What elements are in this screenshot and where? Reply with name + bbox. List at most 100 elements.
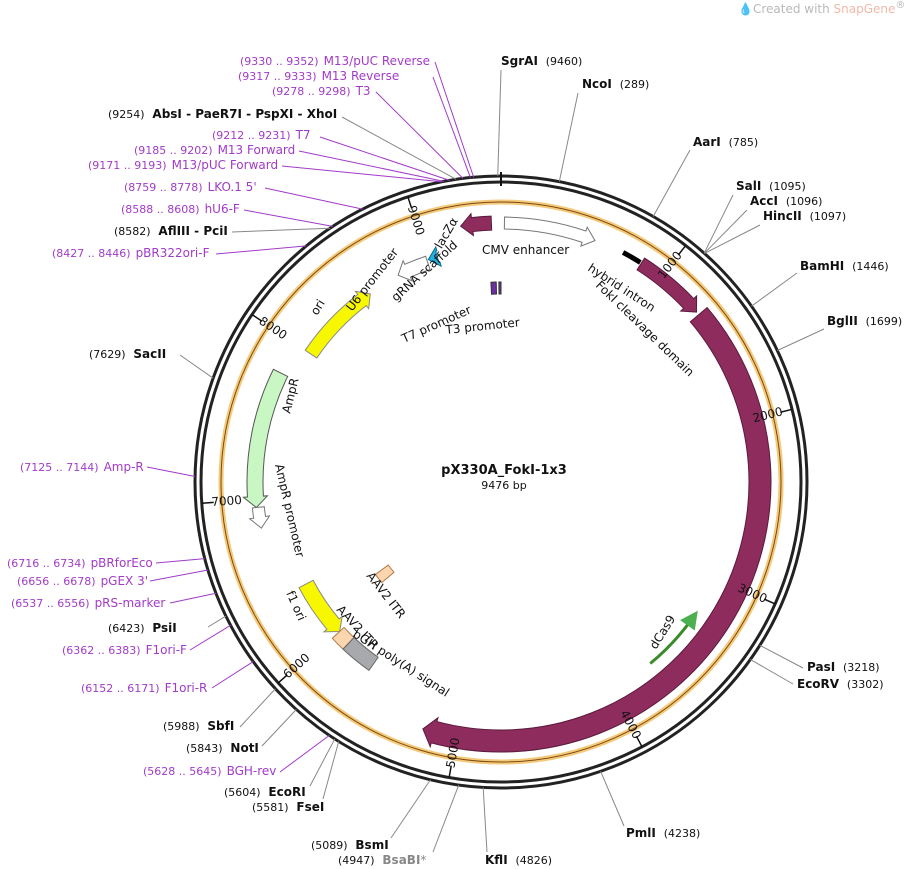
lacz-feature[interactable]: [459, 212, 493, 237]
t7-promoter-feature[interactable]: [490, 281, 498, 295]
primer-leader-5: [281, 165, 442, 183]
tick-label-5000: 5000: [443, 737, 462, 770]
cmv-enhancer-feature[interactable]: [503, 216, 596, 247]
site-sali[interactable]: SalI (1095): [736, 179, 806, 193]
plasmid-length: 9476 bp: [481, 479, 526, 492]
ampr-feature[interactable]: [242, 368, 289, 509]
u6-promoter-feature[interactable]: [397, 255, 431, 282]
site-psii[interactable]: (6423) PsiI: [108, 621, 177, 635]
ori-feature[interactable]: [304, 290, 371, 359]
aav2-itr-1-feature[interactable]: [374, 564, 395, 584]
tick-label-7000: 7000: [211, 493, 242, 509]
site-leader-13: [390, 779, 431, 839]
primer-leader-14: [211, 661, 254, 689]
site-acci[interactable]: AccI (1096): [750, 194, 822, 208]
primer-t3[interactable]: (9278 .. 9298)T3: [272, 84, 371, 98]
site-leader-12: [432, 784, 460, 853]
site-kfli[interactable]: KflI (4826): [485, 853, 552, 867]
primer-leader-15: [279, 734, 330, 773]
primer-labels: (9330 .. 9352)M13/pUC Reverse (9317 .. 9…: [7, 54, 430, 778]
cas9-inner-arrow: [649, 610, 698, 665]
foki-feature[interactable]: [636, 257, 698, 313]
site-leader-4: [703, 209, 748, 254]
feature-layer: [242, 212, 772, 753]
primer-hu6f[interactable]: (8588 .. 8608)hU6-F: [121, 202, 240, 216]
tick-label-9000: 9000: [405, 204, 428, 237]
primer-amp-r[interactable]: (7125 .. 7144)Amp-R: [20, 460, 144, 474]
primer-leader-1: [432, 76, 471, 178]
site-leader-3: [703, 194, 734, 254]
orf-highlight-left-line: [220, 201, 782, 763]
primer-pbrforeco[interactable]: (6716 .. 6734)pBRforEco: [7, 556, 153, 570]
label-ampr-promoter: AmpR promoter: [272, 463, 307, 559]
dcas9-feature[interactable]: [422, 306, 772, 753]
site-pmli[interactable]: PmlI (4238): [626, 826, 700, 840]
site-fsei[interactable]: (5581) FseI: [252, 800, 324, 814]
site-leader-9: [750, 659, 794, 685]
primer-leader-4: [298, 150, 445, 182]
primer-m13-reverse[interactable]: (9317 .. 9333)M13 Reverse: [238, 69, 399, 83]
label-ori: ori: [308, 297, 328, 318]
site-leader-6: [751, 272, 798, 307]
site-leader-14: [322, 741, 340, 800]
tick-4000: [635, 735, 643, 748]
site-pasi[interactable]: PasI (3218): [807, 660, 880, 674]
orf-highlight-left-a-line: [220, 374, 243, 493]
site-bamhi[interactable]: BamHI (1446): [800, 259, 889, 273]
primer-lko1[interactable]: (8759 .. 8778)LKO.1 5': [124, 180, 257, 194]
primer-f1ori-r[interactable]: (6152 .. 6171)F1ori-R: [81, 681, 207, 695]
site-sbfi[interactable]: (5988) SbfI: [163, 719, 234, 733]
bgh-feature[interactable]: [342, 636, 379, 672]
restriction-sites: SgrAI (9460) NcoI (289) AarI (785) SalI …: [89, 54, 902, 867]
primer-leader-11: [149, 569, 209, 582]
primer-m13puc-forward[interactable]: (9171 .. 9193)M13/pUC Forward: [88, 158, 278, 172]
site-aari[interactable]: AarI (785): [693, 135, 758, 149]
label-cmv-enhancer: CMV enhancer: [482, 243, 569, 257]
site-ncoi[interactable]: NcoI (289): [582, 77, 649, 91]
t3-promoter-feature[interactable]: [498, 281, 502, 295]
site-ecorv[interactable]: EcoRV (3302): [797, 677, 884, 691]
site-afliii-pcii[interactable]: (8582) AflIII - PciI: [114, 224, 228, 238]
tick-8000: [251, 313, 263, 322]
primer-pgex3[interactable]: (6656 .. 6678)pGEX 3': [17, 574, 148, 588]
primer-leader-2: [375, 91, 464, 179]
site-sacii[interactable]: (7629) SacII: [89, 347, 166, 361]
orf-highlight-left-a: [218, 373, 245, 493]
site-bsabi[interactable]: (4947) BsaBI*: [338, 853, 426, 867]
site-leader-1: [558, 92, 579, 182]
primer-leader-9: [146, 466, 196, 478]
site-hincii[interactable]: HincII (1097): [763, 209, 846, 223]
primer-f1ori-f[interactable]: (6362 .. 6383)F1ori-F: [62, 643, 187, 657]
primer-leader-0: [434, 61, 475, 178]
orf-highlights: [218, 199, 784, 765]
hybrid-intron-feature[interactable]: [621, 250, 642, 265]
site-leader-18: [207, 615, 227, 628]
leader-lines: [146, 61, 825, 853]
primer-m13puc-reverse[interactable]: (9330 .. 9352)M13/pUC Reverse: [240, 54, 430, 68]
site-leader-16: [261, 709, 297, 747]
site-leader-17: [239, 688, 276, 728]
site-bglii[interactable]: BglII (1699): [827, 314, 902, 328]
grna-scaffold-feature[interactable]: [427, 245, 442, 268]
primer-leader-10: [155, 558, 205, 564]
f1-ori-feature[interactable]: [298, 579, 343, 633]
primer-prs-marker[interactable]: (6537 .. 6556)pRS-marker: [11, 596, 165, 610]
site-bsmi[interactable]: (5089) BsmI: [311, 838, 389, 852]
primer-leader-7: [243, 209, 333, 227]
watermark-prefix: Created with: [752, 2, 834, 16]
primer-m13-forward[interactable]: (9185 .. 9202)M13 Forward: [134, 143, 295, 157]
site-leader-2: [652, 149, 691, 217]
ampr-promoter-feature[interactable]: [248, 506, 271, 529]
primer-t7[interactable]: (9212 .. 9231)T7: [212, 128, 311, 142]
aav2-itr-2-feature[interactable]: [331, 626, 355, 650]
primer-pbr322ori-f[interactable]: (8427 .. 8446)pBR322ori-F: [52, 246, 210, 260]
snapgene-watermark: 💧Created with SnapGene®: [738, 0, 905, 16]
site-xhoi-group[interactable]: (9254) AbsI - PaeR7I - PspXI - XhoI: [108, 107, 337, 121]
site-ecori[interactable]: (5604) EcoRI: [224, 785, 306, 799]
site-noti[interactable]: (5843) NotI: [186, 741, 259, 755]
primer-bgh-rev[interactable]: (5628 .. 5645)BGH-rev: [143, 764, 276, 778]
site-sgrai[interactable]: SgrAI (9460): [501, 54, 582, 68]
tick-1000: [677, 245, 687, 256]
site-leader-0: [497, 69, 502, 177]
snapgene-logo-icon: 💧: [738, 2, 753, 16]
